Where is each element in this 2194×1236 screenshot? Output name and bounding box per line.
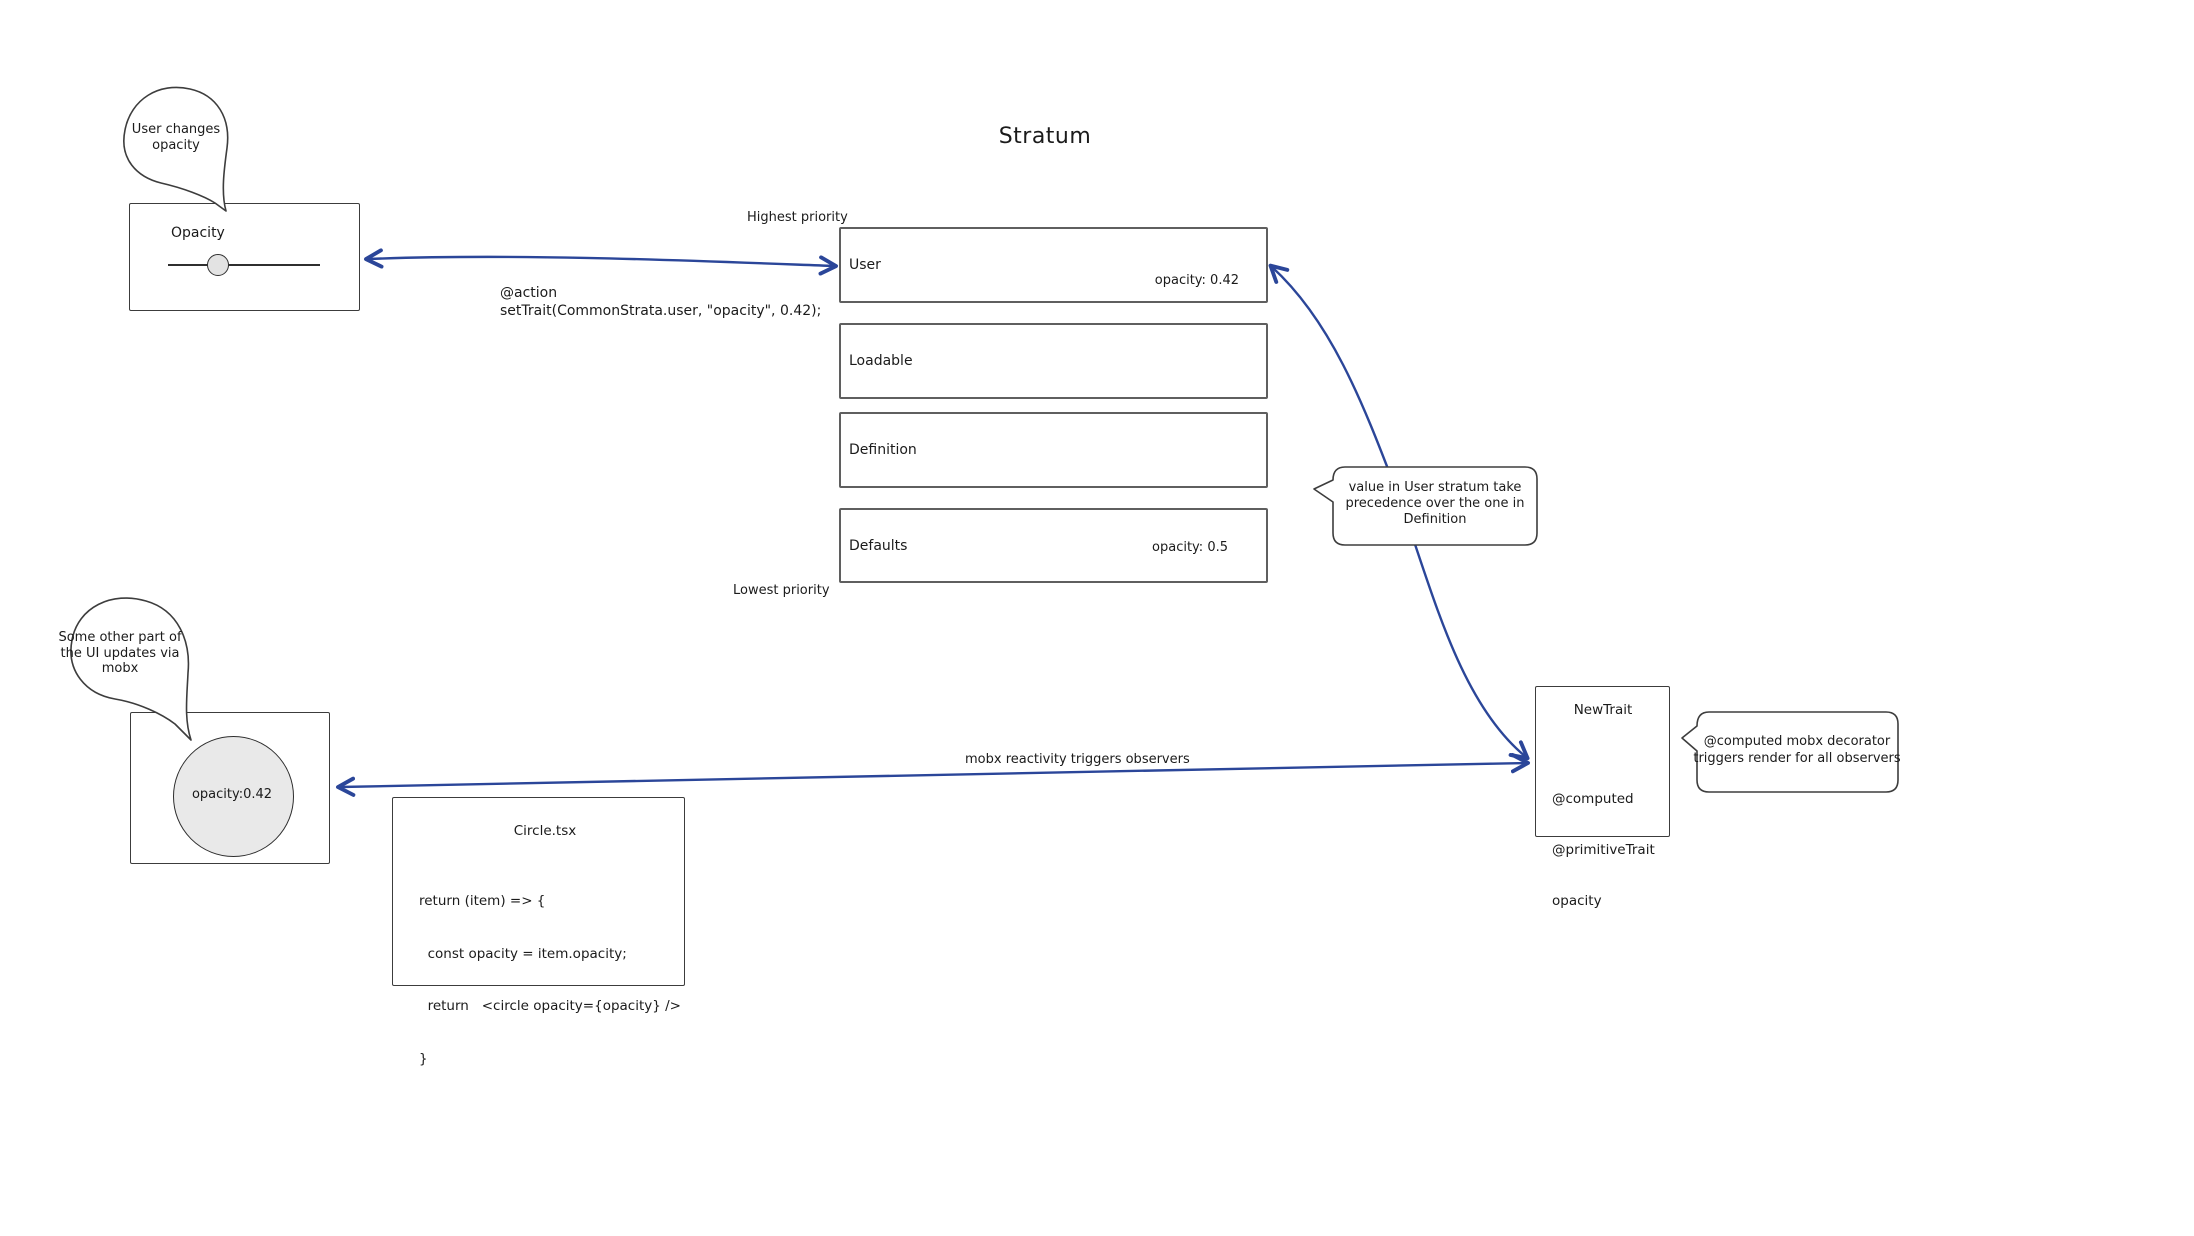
mobx-arrow-label: mobx reactivity triggers observers <box>965 752 1190 767</box>
stratum-label: Definition <box>849 442 917 458</box>
bubble-line: Definition <box>1403 512 1467 527</box>
arrow-mobx-reactivity <box>336 753 1530 797</box>
stratum-value: opacity: 0.42 <box>1154 273 1239 288</box>
code-line: return (item) => { <box>419 893 546 909</box>
label-highest-priority: Highest priority <box>747 210 848 225</box>
circle-panel <box>130 712 330 864</box>
bubble-line: triggers render for all observers <box>1693 751 1901 766</box>
action-code-line2: setTrait(CommonStrata.user, "opacity", 0… <box>500 302 822 319</box>
newtrait-title: NewTrait <box>1573 702 1633 718</box>
bubble-user-changes-text: User changes opacity <box>132 122 220 154</box>
stratum-box-user: User opacity: 0.42 <box>839 227 1268 303</box>
bubble-line: precedence over the one in <box>1345 496 1525 511</box>
stratum-label: Defaults <box>849 537 908 554</box>
label-lowest-priority: Lowest priority <box>733 583 830 598</box>
action-code-line1: @action <box>500 285 558 301</box>
action-code: @action setTrait(CommonStrata.user, "opa… <box>500 285 821 320</box>
stratum-label: Loadable <box>849 353 913 369</box>
opacity-panel: Opacity <box>129 203 360 311</box>
bubble-line: opacity <box>152 138 200 153</box>
opacity-slider-track <box>168 264 320 266</box>
bubble-computed-text: @computed mobx decorator triggers render… <box>1693 733 1900 767</box>
newtrait-box: NewTrait @computed @primitiveTrait opaci… <box>1535 686 1670 909</box>
opacity-slider-knob[interactable] <box>207 254 229 276</box>
newtrait-line: opacity <box>1552 893 1602 909</box>
bubble-line: the UI updates via <box>60 645 180 661</box>
bubble-line: @computed mobx decorator <box>1703 734 1891 749</box>
stratum-box-defaults: Defaults opacity: 0.5 <box>839 508 1268 583</box>
code-panel: Circle.tsx return (item) => { const opac… <box>392 797 685 1067</box>
code-line: } <box>419 1050 428 1067</box>
stratum-box-loadable: Loadable <box>839 323 1268 399</box>
bubble-precedence-text: value in User stratum take precedence ov… <box>1346 480 1525 528</box>
code-block: return (item) => { const opacity = item.… <box>419 858 681 1103</box>
code-line: const opacity = item.opacity; <box>419 945 627 962</box>
stratum-label: User <box>849 257 881 273</box>
code-panel-title: Circle.tsx <box>513 823 577 839</box>
newtrait-line: @primitiveTrait <box>1552 842 1655 858</box>
stratum-value: opacity: 0.5 <box>1152 540 1228 555</box>
bubble-line: User changes <box>131 122 221 137</box>
newtrait-line: @computed <box>1552 791 1634 807</box>
bubble-line: mobx <box>101 661 139 676</box>
bubble-line: value in User stratum take <box>1348 480 1522 495</box>
bubble-ui-updates-text: Some other part of the UI updates via mo… <box>58 630 181 677</box>
code-line: return <circle opacity={opacity} /> <box>419 998 681 1014</box>
arrow-opacity-to-user <box>364 248 838 276</box>
opacity-circle-shape <box>173 736 294 857</box>
bubble-line: Some other part of <box>58 630 182 645</box>
newtrait-decorators: @computed @primitiveTrait opacity <box>1552 757 1655 944</box>
diagram-title: Stratum <box>998 124 1092 149</box>
stratum-box-definition: Definition <box>839 412 1268 488</box>
circle-opacity-value: opacity:0.42 <box>191 787 273 802</box>
opacity-label: Opacity <box>171 225 225 241</box>
